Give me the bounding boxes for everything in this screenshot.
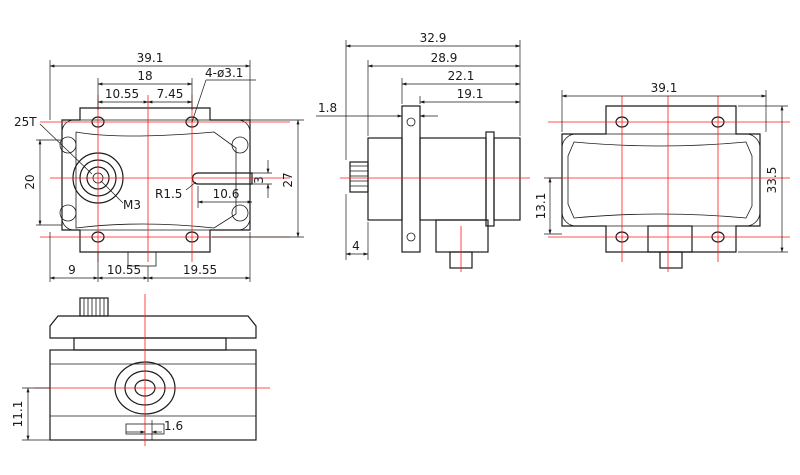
- bottom-view: 39.1 33.5 13.1: [534, 81, 790, 272]
- top-height-right-label: 27: [281, 172, 295, 187]
- top-radius-label: R1.5: [155, 187, 182, 201]
- bottom-inner-height-label: 13.1: [534, 193, 548, 220]
- top-bottom-mid-label: 10.55: [107, 263, 141, 277]
- top-spline-label: 25T: [14, 115, 37, 129]
- side-length-4-label: 19.1: [457, 87, 484, 101]
- front-height-label: 11.1: [11, 401, 25, 428]
- side-length-2-label: 28.9: [431, 51, 458, 65]
- side-length-total-label: 32.9: [420, 31, 447, 45]
- side-length-3-label: 22.1: [448, 69, 475, 83]
- front-offset-label: 1.6: [164, 419, 183, 433]
- side-flange-offset-label: 1.8: [318, 101, 337, 115]
- top-holes-label: 4-ø3.1: [205, 66, 243, 80]
- bottom-height-label: 33.5: [765, 167, 779, 194]
- top-left-offset-label: 10.55: [105, 87, 139, 101]
- top-screw-label: M3: [123, 198, 141, 212]
- top-right-offset-label: 7.45: [157, 87, 184, 101]
- top-slot-length-label: 10.6: [213, 187, 240, 201]
- bottom-width-label: 39.1: [651, 81, 678, 95]
- top-view: 39.1 18 10.55 7.45 4-ø3.1 25T 20 27 3: [14, 51, 304, 282]
- top-slot-width-label: 3: [252, 176, 266, 184]
- side-view: 32.9 28.9 22.1 19.1 1.8 4: [316, 31, 530, 272]
- side-spline-depth-label: 4: [352, 239, 360, 253]
- top-bottom-right-label: 19.55: [183, 263, 217, 277]
- top-width-label: 39.1: [137, 51, 164, 65]
- top-bottom-left-label: 9: [68, 263, 76, 277]
- top-hole-span-label: 18: [137, 69, 152, 83]
- top-height-left-label: 20: [23, 174, 37, 189]
- front-view: 11.1 1.6: [11, 294, 270, 446]
